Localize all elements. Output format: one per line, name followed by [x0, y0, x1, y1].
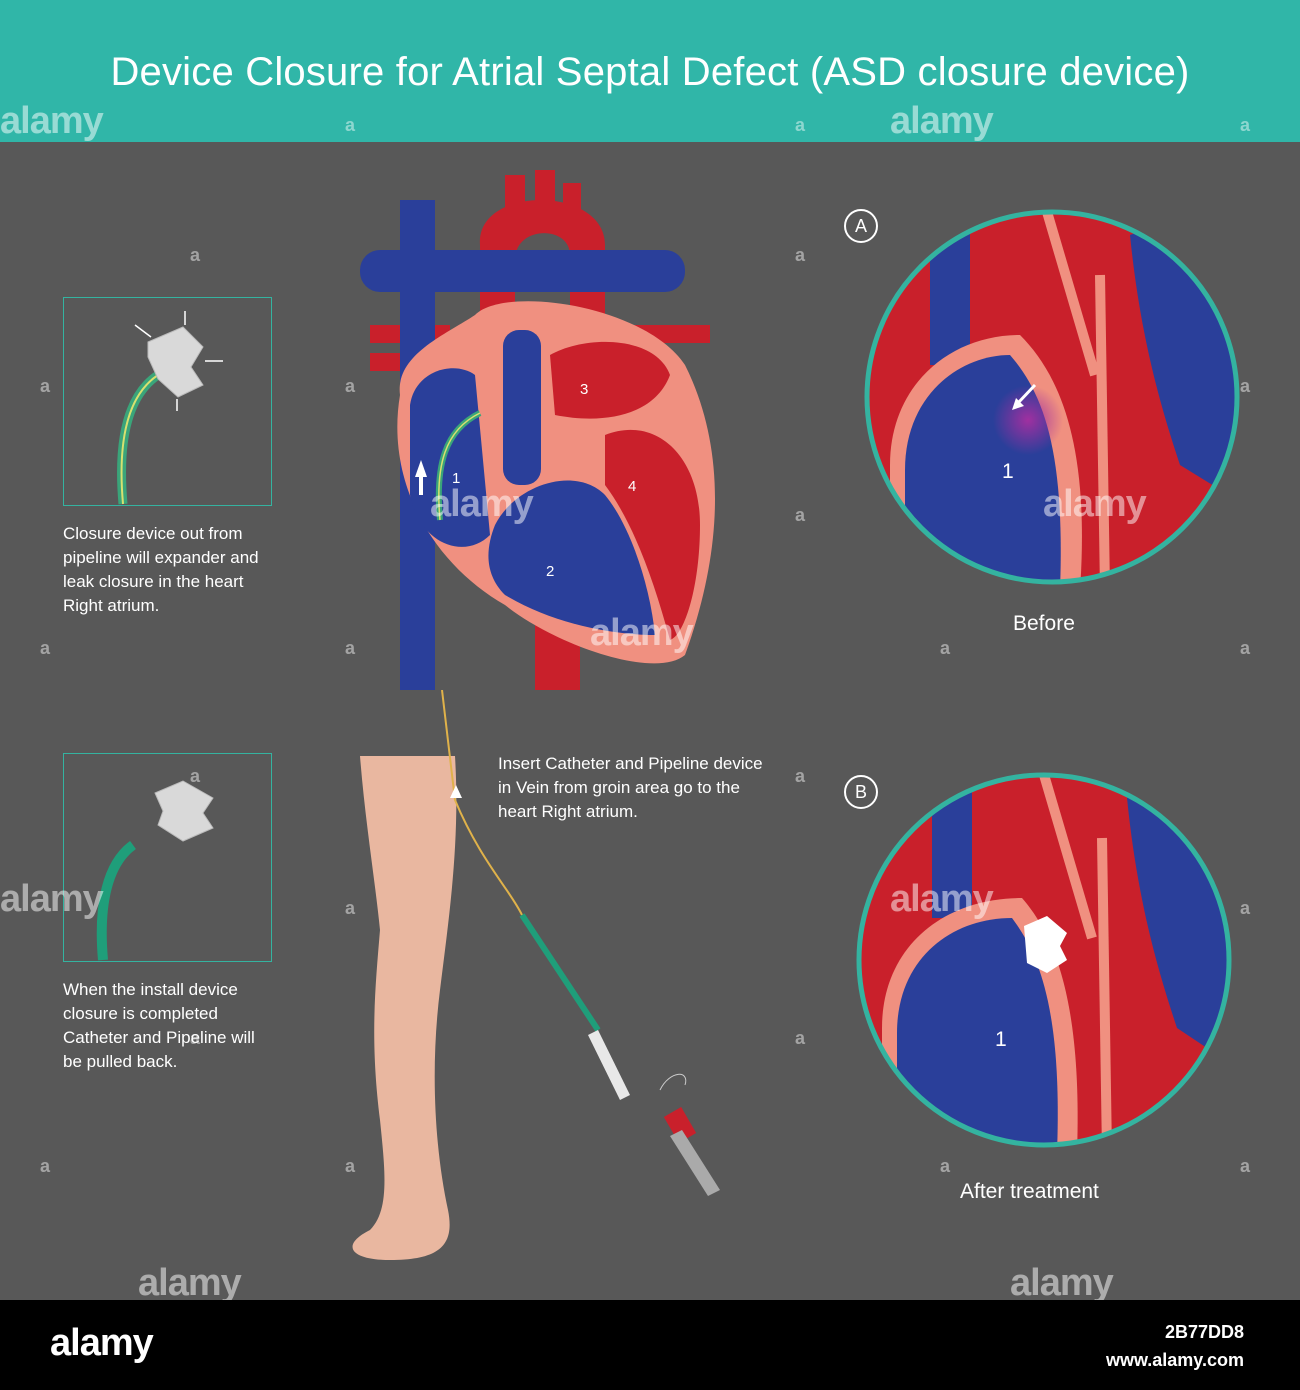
- watermark: alamy: [590, 612, 694, 654]
- watermark-mark: a: [940, 1156, 951, 1176]
- watermark: alamy: [1010, 1262, 1114, 1304]
- watermark: alamy: [0, 100, 104, 142]
- watermark-mark: a: [940, 638, 951, 658]
- watermark-mark: a: [1240, 376, 1251, 396]
- zoom-label-before-right-atrium: 1: [1002, 460, 1014, 483]
- watermark-mark: a: [1240, 898, 1251, 918]
- watermark-mark: a: [1240, 115, 1251, 135]
- watermark-mark: a: [795, 505, 806, 525]
- heart-illustration: [360, 170, 715, 690]
- marker-b: B: [844, 775, 878, 809]
- zoom-after: [856, 772, 1232, 1148]
- footer-image-id: 2B77DD8: [1164, 1322, 1244, 1342]
- watermark-mark: a: [190, 245, 201, 265]
- zoom-before: [864, 209, 1240, 585]
- catheter-sheath: [519, 913, 601, 1032]
- watermark-mark: a: [40, 1156, 51, 1176]
- left-ventricle: [605, 429, 700, 640]
- watermark-mark: a: [795, 245, 806, 265]
- device-pullback-inset: [63, 753, 272, 962]
- watermark-mark: a: [345, 898, 356, 918]
- pulmonary-trunk: [503, 330, 541, 485]
- marker-a: A: [844, 209, 878, 243]
- closure-device: [154, 780, 214, 842]
- zoom-label-after-right-atrium: 1: [995, 1028, 1007, 1051]
- heart-label-right-ventricle: 2: [546, 563, 555, 580]
- right-ventricle: [488, 480, 655, 635]
- watermark-mark: a: [795, 1028, 806, 1048]
- installed-closure-device: [1024, 916, 1067, 973]
- watermark: alamy: [890, 100, 994, 142]
- watermark: alamy: [138, 1262, 242, 1304]
- leg-illustration: [352, 690, 720, 1260]
- watermark-mark: a: [345, 376, 356, 396]
- device-expand-inset: [63, 297, 272, 506]
- caption-device-expand: Closure device out from pipeline will ex…: [63, 524, 259, 615]
- caption-device-pullback: When the install device closure is compl…: [63, 980, 255, 1071]
- watermark-mark: a: [1240, 1156, 1251, 1176]
- device-expand-illustration: [117, 311, 223, 505]
- watermark-mark: a: [345, 1156, 356, 1176]
- watermark: alamy: [890, 878, 994, 920]
- heart-label-left-ventricle: 4: [628, 478, 637, 495]
- watermark-mark: a: [40, 376, 51, 396]
- pulmonary-artery: [360, 250, 685, 292]
- caption-insert-catheter: Insert Catheter and Pipeline device in V…: [498, 754, 763, 821]
- watermark-mark: a: [190, 766, 201, 786]
- heart-label-left-atrium: 3: [580, 381, 589, 398]
- catheter-tube: [96, 840, 137, 961]
- watermark-mark: a: [345, 115, 356, 135]
- footer-site-url: www.alamy.com: [1105, 1350, 1244, 1370]
- caption-before: Before: [1013, 612, 1075, 635]
- device-pullback-illustration: [96, 780, 214, 961]
- watermark-mark: a: [795, 115, 806, 135]
- watermark-mark: a: [1240, 638, 1251, 658]
- watermark: alamy: [1043, 483, 1147, 525]
- caption-after-treatment: After treatment: [960, 1180, 1099, 1203]
- left-atrium: [550, 341, 670, 419]
- right-atrium: [410, 368, 490, 547]
- watermark-mark: a: [345, 638, 356, 658]
- footer-brand-logo: alamy: [50, 1322, 154, 1364]
- watermark-mark: a: [40, 638, 51, 658]
- watermark: alamy: [0, 878, 104, 920]
- header-bar: [0, 0, 1300, 142]
- watermark: alamy: [430, 483, 534, 525]
- watermark-mark: a: [795, 766, 806, 786]
- leg: [352, 756, 457, 1260]
- page-title: Device Closure for Atrial Septal Defect …: [110, 50, 1190, 94]
- watermark-mark: a: [190, 1028, 201, 1048]
- guide-wire: [441, 690, 523, 916]
- footer-bar: [0, 1300, 1300, 1390]
- heart-label-right-atrium: 1: [452, 470, 461, 487]
- closure-device: [147, 326, 204, 398]
